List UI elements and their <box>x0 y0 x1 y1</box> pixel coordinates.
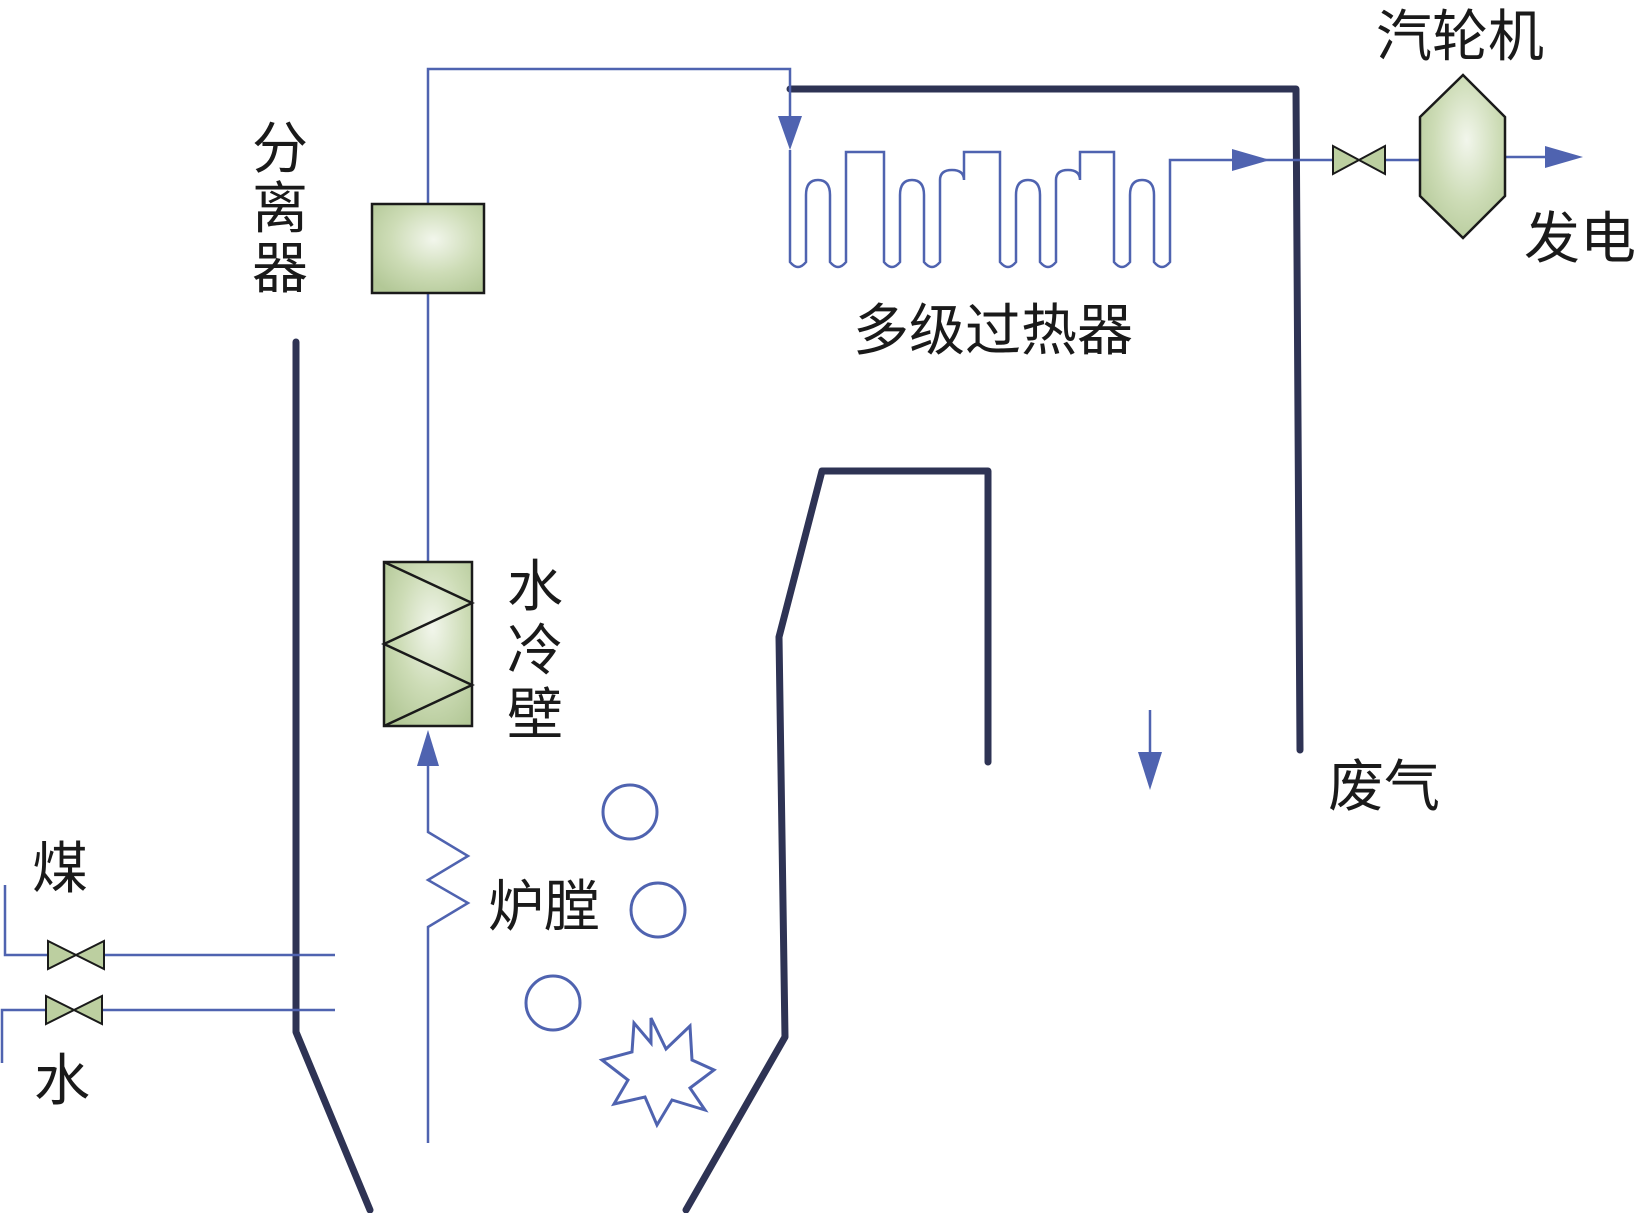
furnace-walls <box>292 85 1304 1213</box>
flow-arrows <box>417 116 1583 790</box>
riser-pipe <box>425 758 471 1143</box>
turbine-valve-icon <box>1332 144 1386 176</box>
waterwall-box <box>381 560 475 728</box>
separator-label-char-3: 器 <box>252 237 308 302</box>
waterwall-label-char-2: 冷 <box>507 619 563 684</box>
power-label: 发电 <box>1524 207 1636 272</box>
waterwall-label: 水 冷 壁 <box>507 555 563 748</box>
gas-down-arrowhead <box>1138 752 1162 790</box>
superheater-inlet-arrowhead <box>778 116 802 150</box>
separator-label-char-2: 离 <box>252 177 308 242</box>
furnace-label: 炉膛 <box>488 875 600 940</box>
coal-label: 煤 <box>32 837 88 902</box>
separator-label-char-1: 分 <box>252 117 308 182</box>
superheater-coil <box>788 150 1240 269</box>
particle-circle-icon <box>601 783 659 841</box>
particle-circle-icon <box>629 881 687 939</box>
water-label: 水 <box>34 1049 90 1114</box>
superheater-label: 多级过热器 <box>853 299 1133 364</box>
furnace-right-wall <box>682 467 992 1213</box>
exhaust-label: 废气 <box>1328 755 1440 820</box>
riser-up-arrowhead <box>417 730 439 766</box>
separator-box <box>370 202 486 295</box>
superheater-outlet-arrowhead <box>1232 149 1270 171</box>
waterwall-label-char-3: 壁 <box>507 683 563 748</box>
flame-starburst-icon <box>598 1017 717 1129</box>
coal-valve-icon <box>47 939 105 971</box>
turbine-label: 汽轮机 <box>1376 5 1544 70</box>
power-arrowhead <box>1545 146 1583 168</box>
separator-label: 分 离 器 <box>252 117 308 302</box>
waterwall-label-char-1: 水 <box>507 555 563 620</box>
furnace-left-wall <box>292 338 374 1213</box>
particle-circle-icon <box>524 974 582 1032</box>
coal-feed-pipe <box>3 885 48 957</box>
separator-to-superheater-pipe <box>426 67 792 204</box>
water-feed-pipe <box>0 1008 46 1063</box>
flue-gas-duct <box>786 85 1304 754</box>
pipes <box>0 67 1545 1143</box>
turbine-hexagon-icon <box>1418 73 1507 240</box>
water-valve-icon <box>45 994 103 1026</box>
